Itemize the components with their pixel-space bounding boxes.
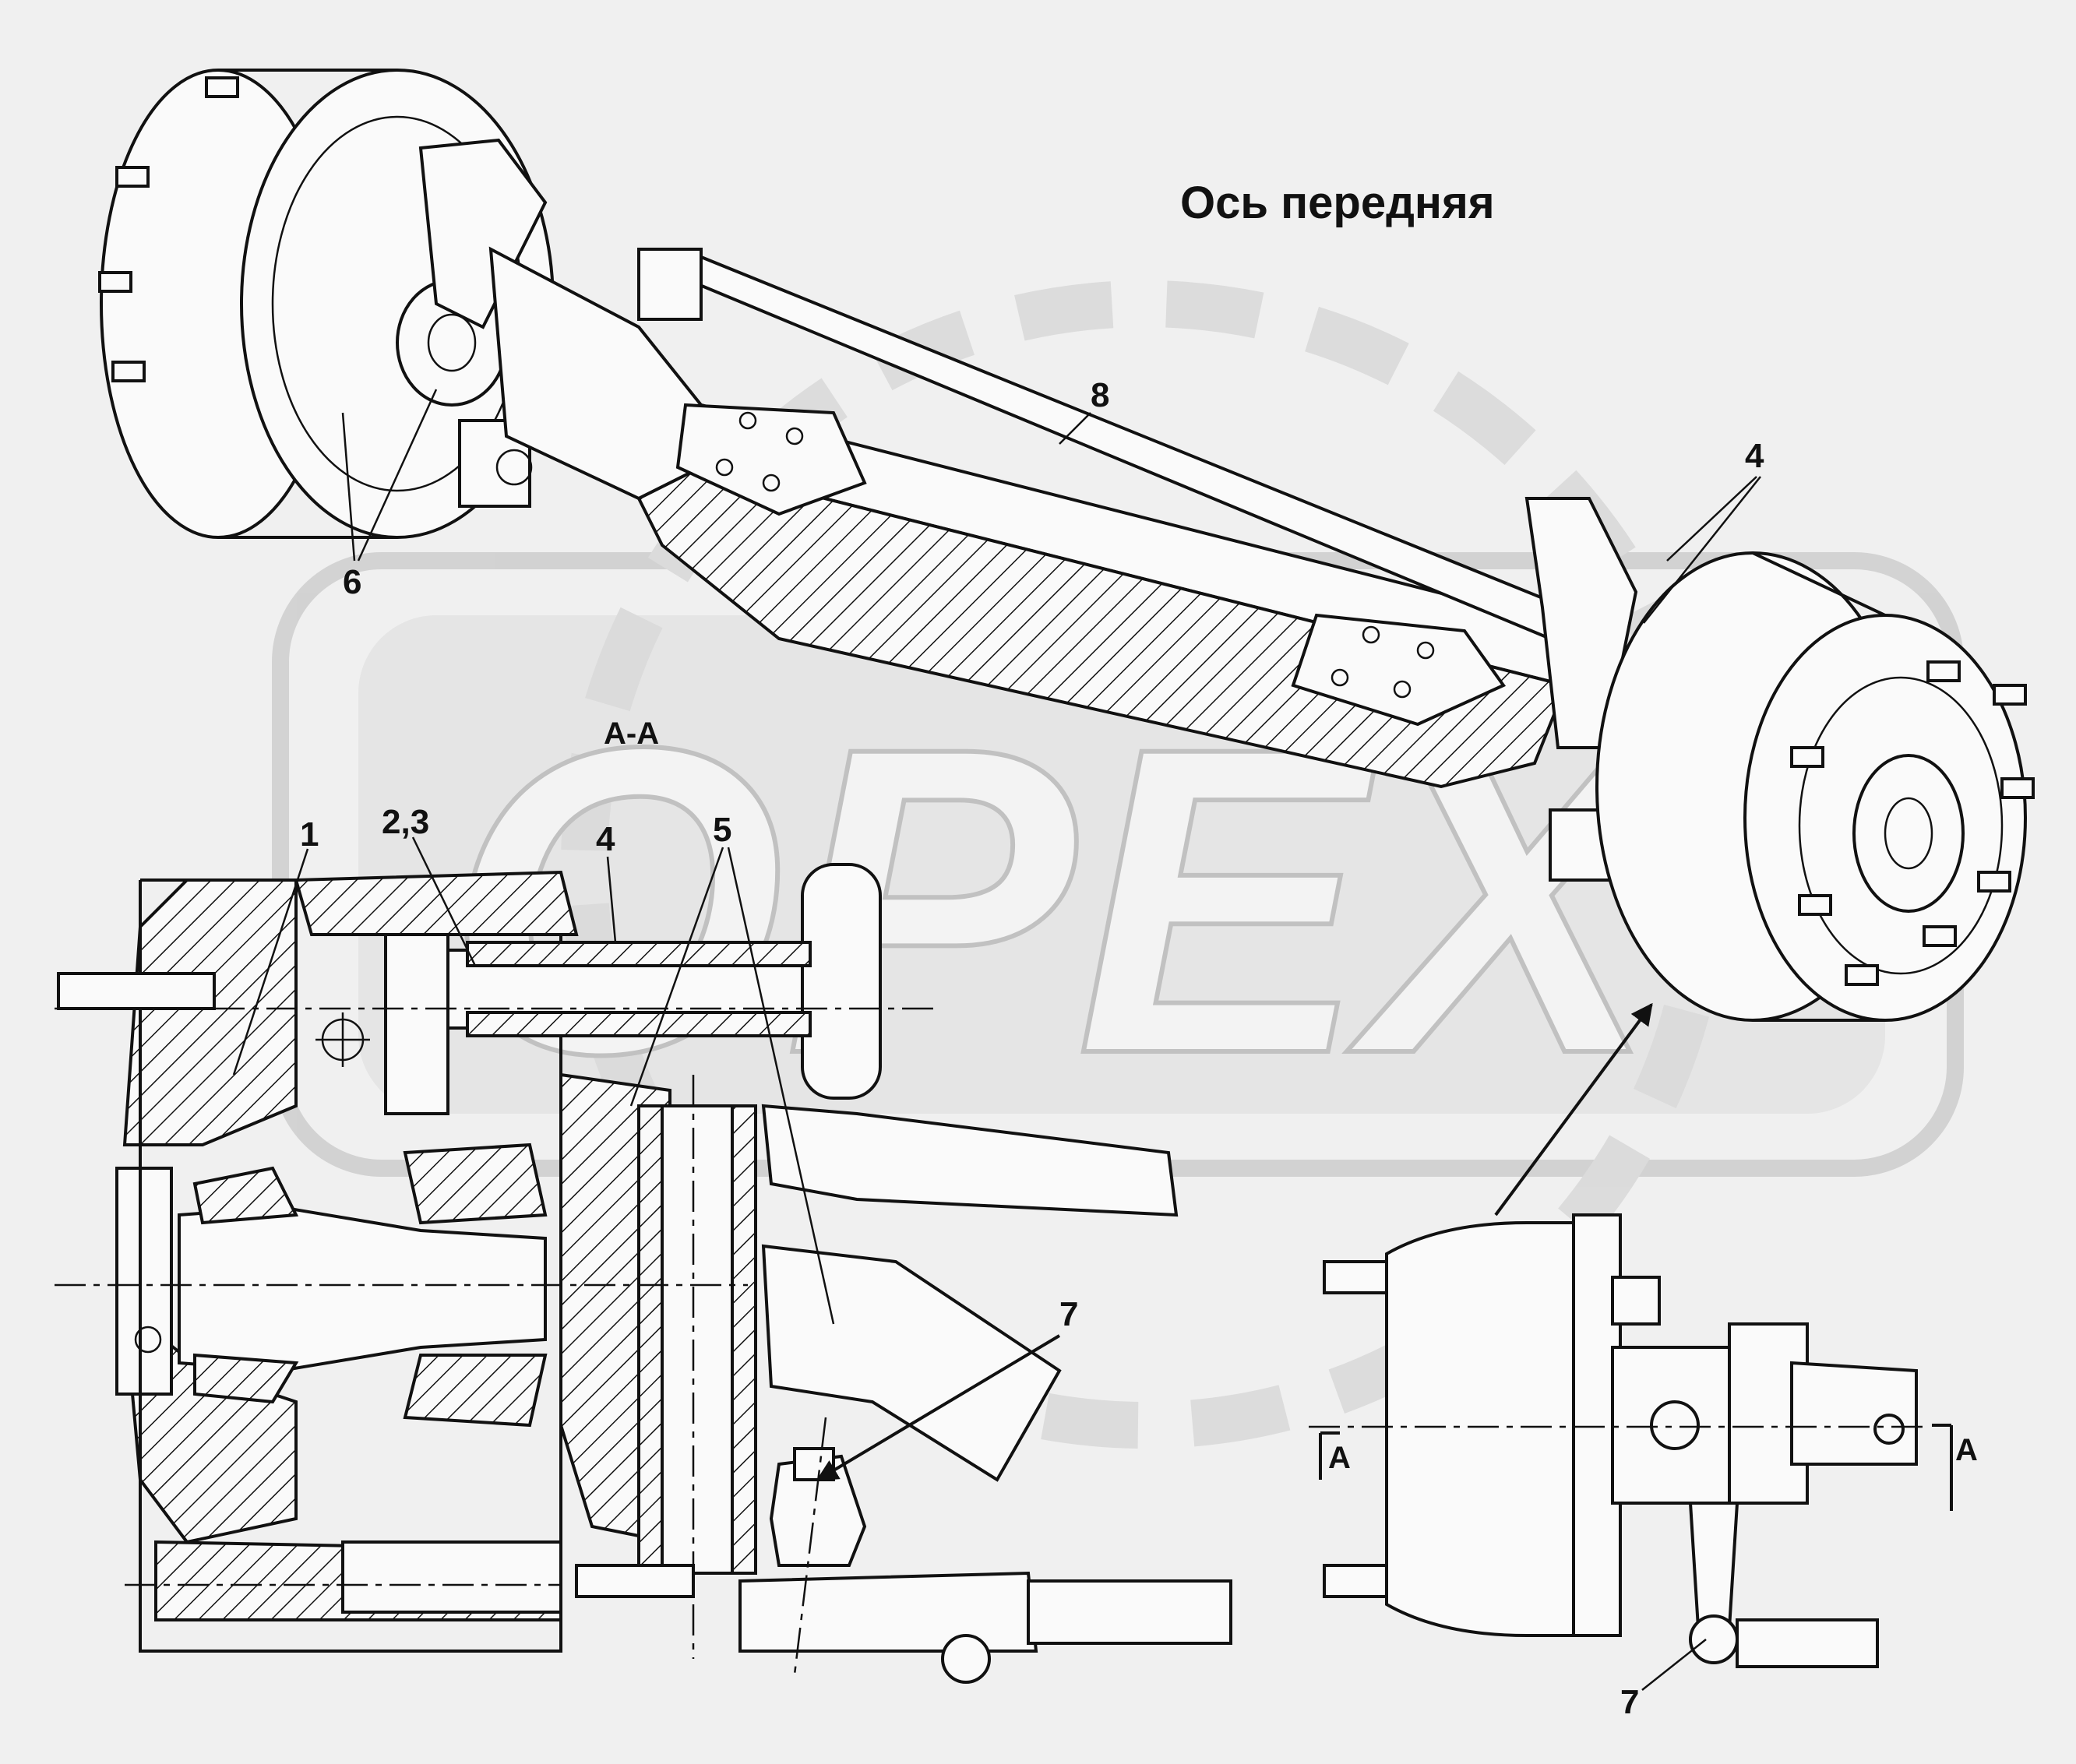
centerline-balljoint xyxy=(793,1417,827,1675)
tie-rod-tube xyxy=(1027,1579,1232,1645)
section-mark-right: А xyxy=(1955,1433,1978,1467)
side-view: А А xyxy=(1309,1213,1978,1668)
callout-2-3: 2,3 xyxy=(382,803,429,841)
callout-8: 8 xyxy=(1091,376,1109,414)
side-stud-top xyxy=(1323,1260,1388,1294)
callout-7-section: 7 xyxy=(1059,1295,1078,1333)
drum-rim-top xyxy=(294,870,579,936)
callout-4-section: 4 xyxy=(596,820,615,858)
axle-perspective-view xyxy=(98,69,2035,1022)
side-drum xyxy=(1385,1221,1591,1637)
king-pin-bushing-right xyxy=(731,1104,757,1575)
section-mark-left: А xyxy=(1328,1441,1351,1475)
callout-7-side: 7 xyxy=(1620,1683,1639,1721)
bolt-left xyxy=(57,972,216,1010)
side-ball-stud xyxy=(1689,1614,1739,1664)
side-arm-eye xyxy=(1873,1414,1905,1445)
callout-4-top: 4 xyxy=(1745,437,1764,475)
callout-5: 5 xyxy=(713,811,731,849)
drawing-title: Ось передняя xyxy=(1180,178,1495,228)
inner-bearing-top xyxy=(403,1143,548,1225)
right-spring-pad xyxy=(1291,613,1507,727)
section-view: А-А xyxy=(55,717,1232,1684)
ball-joint xyxy=(769,1454,867,1567)
side-knuckle-hole xyxy=(1650,1400,1700,1450)
lower-bushing xyxy=(575,1564,695,1598)
axle-beam-web xyxy=(636,465,1568,789)
section-label: А-А xyxy=(604,717,659,751)
king-pin-bushing-left xyxy=(637,1104,664,1575)
side-lower-link xyxy=(1688,1502,1739,1629)
left-spring-pad xyxy=(675,403,867,516)
outer-bearing-bottom xyxy=(193,1353,299,1404)
bushing-bottom xyxy=(466,1011,812,1037)
right-wheel-studs xyxy=(1790,660,2035,986)
side-small-block xyxy=(1611,1276,1661,1326)
inner-bearing-bottom xyxy=(403,1354,548,1428)
hub-housing-upper xyxy=(122,878,298,1146)
bushing-top xyxy=(466,941,812,967)
pointer-arrow xyxy=(1494,1002,1653,1216)
side-steering-arm xyxy=(1790,1361,1918,1466)
hub-cap xyxy=(115,1167,173,1396)
brake-cam xyxy=(341,1540,562,1614)
spindle xyxy=(178,1205,547,1373)
callout-6: 6 xyxy=(343,563,361,601)
right-hub xyxy=(1852,754,1965,913)
tie-rod-end xyxy=(738,1571,1038,1653)
shaft-end-nut xyxy=(801,863,882,1100)
side-tie-rod-stub xyxy=(1736,1618,1879,1668)
king-pin xyxy=(653,1104,742,1575)
left-wheel-studs xyxy=(98,76,239,382)
clamp-bolt xyxy=(941,1634,991,1684)
side-stud-bottom xyxy=(1323,1564,1388,1598)
callout-1: 1 xyxy=(300,815,319,854)
steering-arm-section xyxy=(761,1104,1179,1217)
shaft-collar xyxy=(384,933,449,1115)
tie-rod-end-left xyxy=(637,248,703,321)
axle-beam-section xyxy=(761,1244,1062,1482)
outer-bearing-top xyxy=(192,1166,299,1225)
